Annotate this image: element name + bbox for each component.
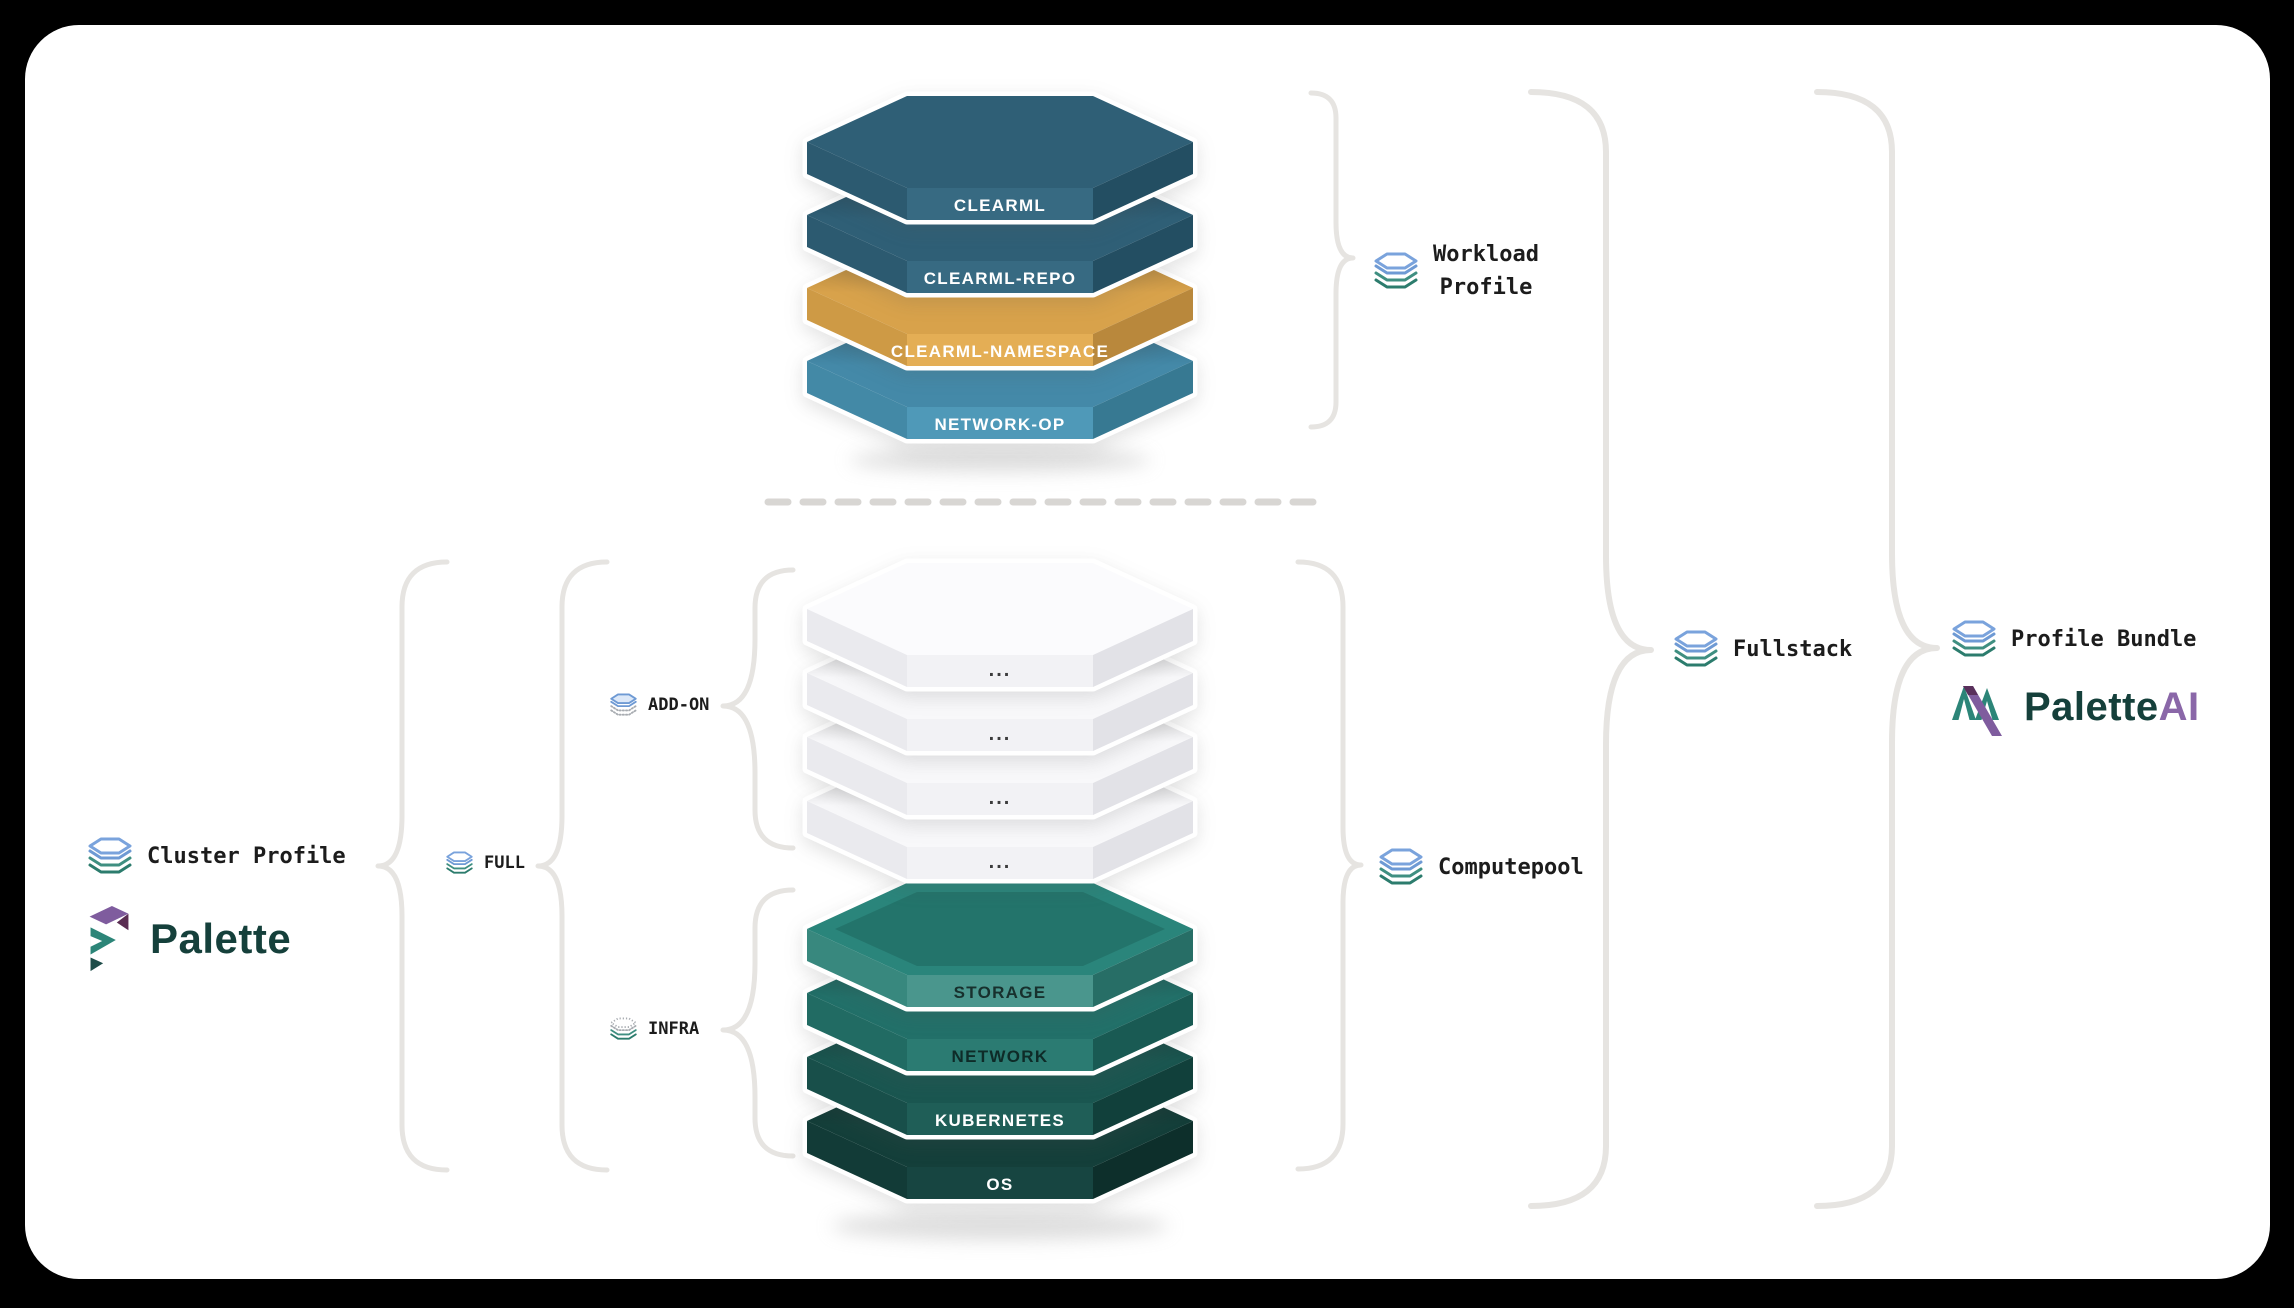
fullstack-label: Fullstack <box>1674 628 1852 670</box>
layers-icon <box>446 850 473 876</box>
svg-text:...: ... <box>989 723 1012 745</box>
palette-logo-mark <box>89 905 129 972</box>
workload-profile-label: Workload Profile <box>1374 238 1539 304</box>
workload-label-line2: Profile <box>1439 275 1533 300</box>
palette-ai-text-suffix: AI <box>2158 684 2200 729</box>
svg-text:...: ... <box>989 787 1012 809</box>
workload-profile-stack: CLEARML CLEARML-REPO CLEARML-NAMESPACE NETW… <box>802 91 1198 444</box>
infra-label: INFRA <box>610 1016 699 1042</box>
palette-logo-text: Palette <box>150 915 292 962</box>
layers-icon <box>1952 618 1996 660</box>
svg-text:KUBERNETES: KUBERNETES <box>935 1111 1065 1130</box>
workload-label-line1: Workload <box>1433 242 1539 267</box>
palette-ai-logo-mark <box>1952 686 2002 736</box>
svg-text:CLEARML-REPO: CLEARML-REPO <box>924 269 1077 288</box>
stack-layer: STORAGE <box>802 878 1198 1012</box>
stack-layer: ... <box>802 558 1198 692</box>
svg-text:STORAGE: STORAGE <box>954 983 1047 1002</box>
infra-label-text: INFRA <box>648 1018 700 1039</box>
palette-logo: Palette <box>86 904 291 974</box>
full-label: FULL <box>446 850 525 876</box>
layers-icon <box>88 835 132 877</box>
svg-text:CLEARML: CLEARML <box>954 196 1046 215</box>
cluster-profile-label-text: Cluster Profile <box>147 843 346 869</box>
stack-layer: CLEARML <box>802 91 1198 225</box>
profile-bundle-label-text: Profile Bundle <box>2011 626 2197 652</box>
addon-label-text: ADD-ON <box>648 694 710 715</box>
addon-label: ADD-ON <box>610 692 709 718</box>
layers-icon <box>1374 250 1418 292</box>
layers-addon-icon <box>610 692 637 718</box>
layers-icon <box>1674 628 1718 670</box>
svg-text:...: ... <box>989 851 1012 873</box>
svg-text:OS: OS <box>986 1175 1013 1194</box>
full-label-text: FULL <box>484 852 525 873</box>
cluster-profile-label: Cluster Profile <box>88 835 346 877</box>
svg-text:NETWORK: NETWORK <box>952 1047 1049 1066</box>
palette-ai-text-main: Palette <box>2024 684 2159 729</box>
computepool-label-text: Computepool <box>1438 854 1584 880</box>
workload-profile-text: Workload Profile <box>1433 238 1539 304</box>
profile-bundle-label: Profile Bundle <box>1952 618 2196 660</box>
layers-infra-icon <box>610 1016 637 1042</box>
svg-text:NETWORK-OP: NETWORK-OP <box>934 415 1065 434</box>
computepool-stack: STORAGE NETWORK KUBERNETES OS............ <box>802 558 1198 1204</box>
svg-text:CLEARML-NAMESPACE: CLEARML-NAMESPACE <box>891 342 1109 361</box>
fullstack-label-text: Fullstack <box>1733 636 1853 662</box>
computepool-label: Computepool <box>1379 846 1584 888</box>
layers-icon <box>1379 846 1423 888</box>
svg-text:...: ... <box>989 659 1012 681</box>
